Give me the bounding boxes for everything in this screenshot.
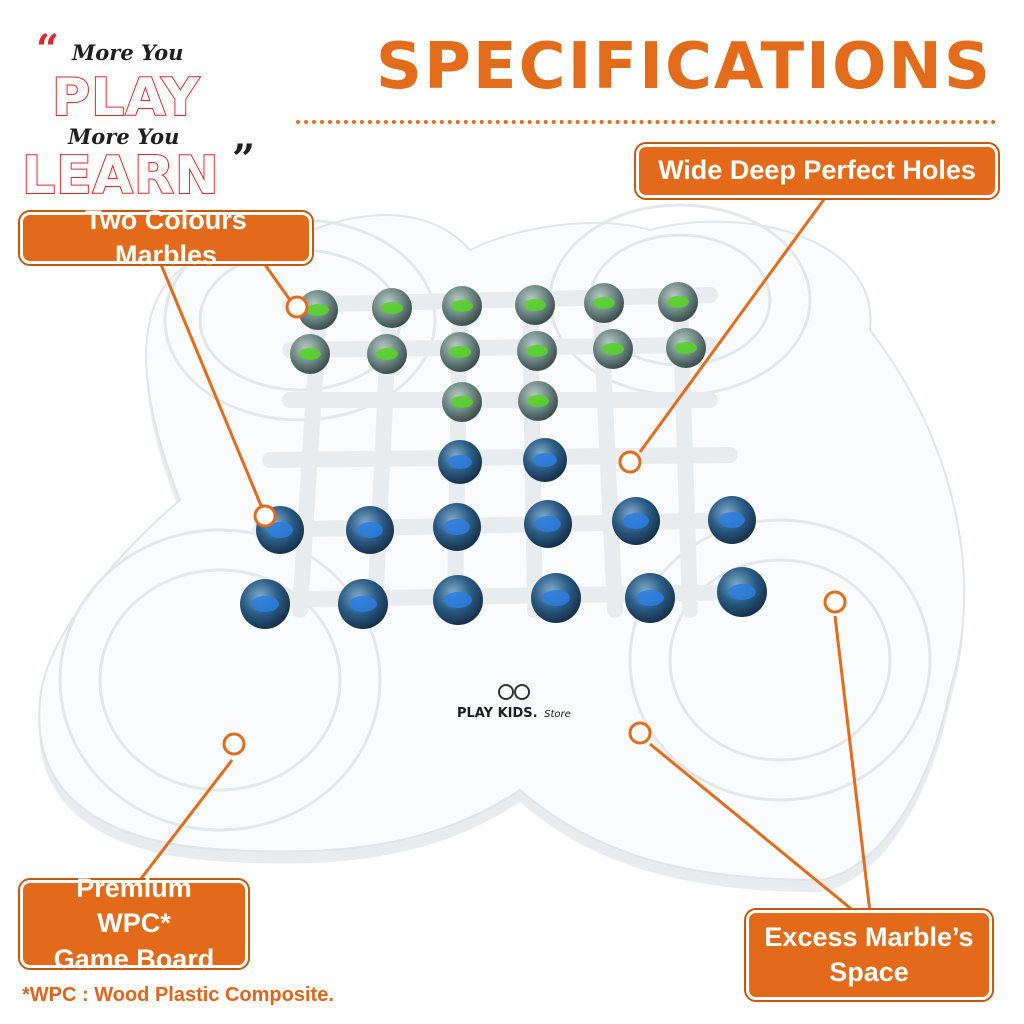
slogan-line-3: More You xyxy=(68,124,180,149)
close-quote: ” xyxy=(232,136,256,183)
label-two-colours-marbles: Two Colours Marbles xyxy=(20,205,312,270)
board-top xyxy=(38,214,966,882)
label-premium-wpc: Premium WPC* Game Board xyxy=(20,873,248,974)
label-line: Excess Marble’s xyxy=(764,921,974,952)
label-excess-marble-space: Excess Marble’s Space xyxy=(746,910,992,1000)
board-brand-text: PLAY KIDS. Store xyxy=(457,706,571,721)
callout-lines xyxy=(138,197,872,914)
page-title: SPECIFICATIONS xyxy=(375,30,992,104)
brand-logo-icon xyxy=(498,684,530,700)
label-wide-deep-holes: Wide Deep Perfect Holes xyxy=(636,144,998,198)
brand-name: PLAY KIDS. xyxy=(457,706,538,721)
label-line: Space xyxy=(829,957,909,987)
slogan-play: PLAY xyxy=(51,67,201,129)
green-marbles xyxy=(290,282,706,422)
label-line: Game Board xyxy=(53,943,215,974)
label-text: Two Colours Marbles xyxy=(85,204,247,270)
label-text: Wide Deep Perfect Holes xyxy=(658,155,976,186)
slogan-learn: LEARN xyxy=(21,145,220,207)
title-divider xyxy=(296,120,996,124)
blue-marbles xyxy=(240,438,767,629)
slogan: “ More You PLAY More You LEARN ” xyxy=(18,28,278,208)
callout-dots xyxy=(222,295,847,756)
open-quote: “ xyxy=(36,26,60,73)
slogan-line-1: More You xyxy=(72,40,184,65)
brand-sub: Store xyxy=(544,709,571,720)
wpc-footnote: *WPC : Wood Plastic Composite. xyxy=(22,984,334,1006)
label-line: Premium WPC* xyxy=(76,873,192,939)
